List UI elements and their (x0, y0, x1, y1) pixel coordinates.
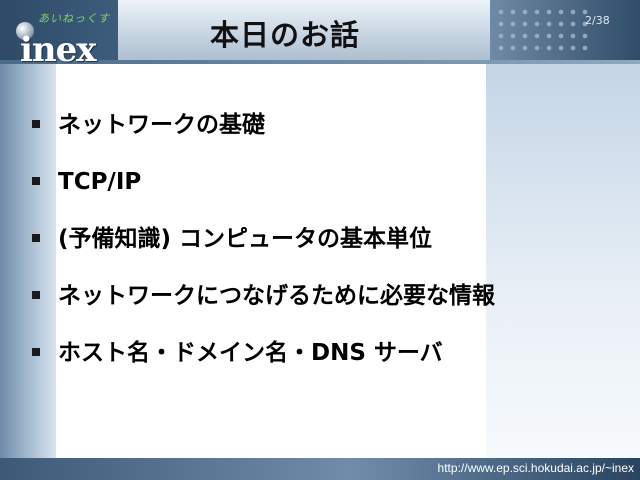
bullet-square-icon (32, 348, 40, 356)
logo-ball-icon (16, 22, 34, 40)
right-side-panel (486, 64, 640, 458)
left-side-panel (0, 64, 56, 458)
bullet-text: TCP/IP (58, 169, 142, 195)
dot-grid-decoration (495, 6, 591, 54)
inex-logo: あいねっくす inex (8, 6, 116, 72)
bullet-text: ネットワークの基礎 (58, 112, 265, 138)
bullet-square-icon (32, 234, 40, 242)
bullet-text: ネットワークにつなげるために必要な情報 (58, 283, 495, 309)
bullet-text: (予備知識) コンピュータの基本単位 (58, 226, 433, 252)
bullet-square-icon (32, 291, 40, 299)
bullet-square-icon (32, 177, 40, 185)
page-title: 本日のお話 (210, 18, 361, 52)
logo-ruby-text: あいねっくす (38, 12, 110, 25)
bullet-text: ホスト名・ドメイン名・DNS サーバ (58, 340, 443, 366)
logo-text: inex (20, 30, 97, 70)
header-divider (0, 60, 640, 64)
footer-url-link[interactable]: http://www.ep.sci.hokudai.ac.jp/~inex (437, 461, 634, 475)
page-number: 2/38 (585, 14, 610, 27)
content-area (56, 64, 486, 458)
bullet-square-icon (32, 120, 40, 128)
footer-bar: http://www.ep.sci.hokudai.ac.jp/~inex (0, 458, 640, 480)
